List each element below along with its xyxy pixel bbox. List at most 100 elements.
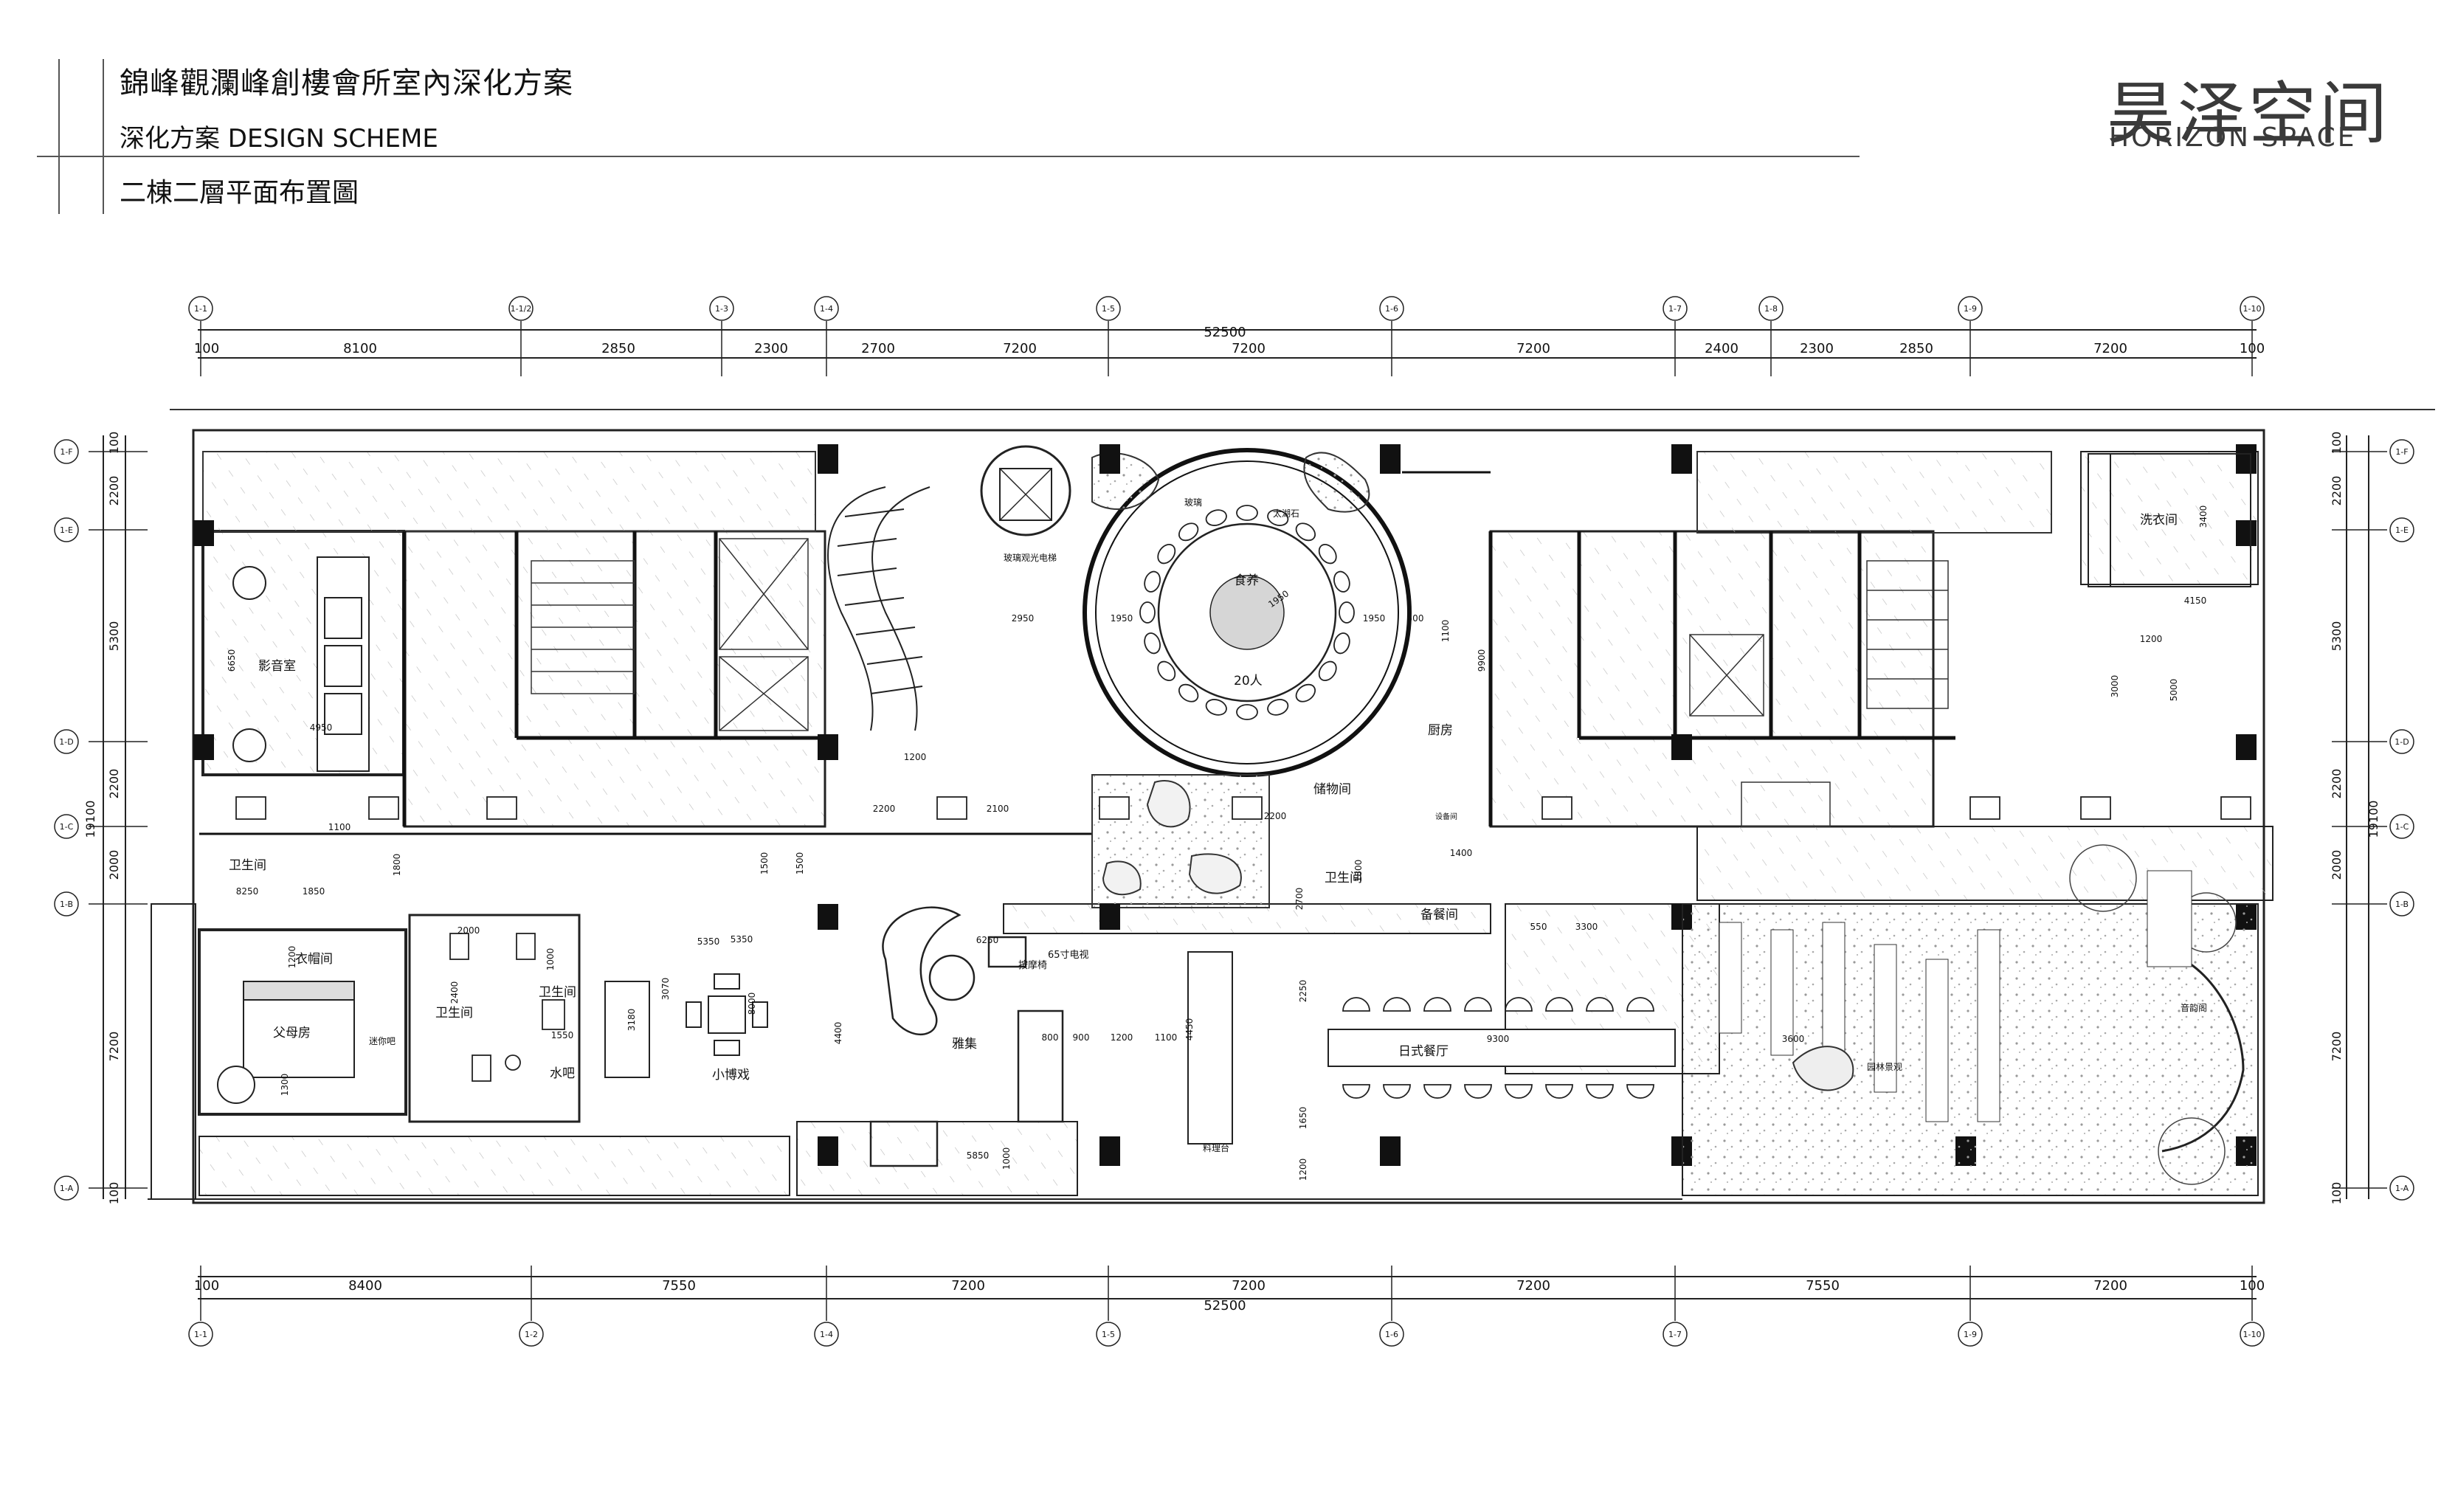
grid-bubble-left-bubble [54,517,79,542]
dining-chair [1318,543,1337,565]
grid-bubble-left: 1-E [60,525,73,535]
dim-right-label: 5300 [2330,621,2344,652]
inner-dim-label: 2200 [1264,811,1287,821]
label-equipment: 设备间 [1435,812,1457,821]
dim-bottom-label: 7200 [2093,1278,2127,1294]
inner-dim-label: 1550 [551,1030,574,1040]
spiral-staircase [827,486,931,731]
grid-bubble-left-bubble [54,729,79,754]
dining-chair [1178,522,1199,542]
label-bath-mid1: 卫生间 [435,1006,473,1021]
dim-top-label: 100 [2240,341,2265,356]
label-bath-mid2: 卫生间 [539,985,576,1000]
stool [1545,1084,1573,1099]
label-tv: 65寸电视 [1048,950,1089,961]
inner-dim-label: 6250 [976,935,999,945]
inner-dim-label: 8250 [236,886,259,897]
dim-top-total: 52500 [1204,325,1246,340]
stool [1423,997,1451,1012]
grid-bubble-top: 1-4 [820,304,833,314]
dim-bottom-label: 100 [2240,1278,2265,1294]
inner-dim-label: 8000 [747,993,757,1015]
dim-right-total: 19100 [2366,801,2380,838]
label-bath-center: 卫生间 [1325,871,1362,886]
inner-dim-label: 1500 [759,852,770,875]
dim-left-label: 2200 [107,769,121,799]
dim-bottom-label: 7550 [1806,1278,1840,1294]
inner-dim-label: 1100 [1440,620,1451,643]
grid-bubble-right: 1-F [2395,447,2408,457]
grid-bubble-left: 1-A [60,1184,74,1193]
dim-top-label: 7200 [1516,341,1550,356]
grid-bubble-bottom-bubble [1096,1322,1121,1347]
dim-right-label: 100 [2330,432,2344,455]
grid-bubble-right: 1-D [2395,737,2409,747]
stool [1383,1084,1411,1099]
grid-bubble-left-bubble [54,891,79,916]
inner-dim-label: 2400 [449,981,460,1004]
right-wing-walls [1402,471,1955,826]
inner-dim-label: 5000 [2169,679,2179,702]
room-labels: 影音室 卫生间 衣帽间 父母房 迷你吧 卫生间 卫生间 水吧 小博戏 雅集 按摩… [229,497,2207,1153]
grid-bubble-bottom: 1-7 [1668,1330,1682,1339]
brand-logo-cn: 昊泽空间 [2107,75,2391,153]
dim-bottom-label: 100 [194,1278,219,1294]
inner-dim-label: 1950 [1363,613,1386,624]
dim-top-label: 2300 [1800,341,1834,356]
dim-bottom-label: 7200 [951,1278,985,1294]
grid-bubble-top-bubble [1958,296,1983,321]
inner-dim-label: 2000 [458,925,480,936]
dining-chair [1267,699,1289,716]
label-cloakroom: 衣帽间 [295,952,333,967]
grid-bubble-top: 1-5 [1102,304,1115,314]
inner-dim-label: 4400 [833,1022,843,1045]
dim-right-label: 2200 [2330,769,2344,799]
label-dining-round: 食养 [1234,573,1259,588]
grid-bubble-top-bubble [1758,296,1784,321]
dim-top-label: 7200 [2093,341,2127,356]
inner-dim-label: 1200 [287,946,297,969]
grid-bubble-bottom: 1-4 [820,1330,833,1339]
inner-dim-label: 9900 [1477,649,1487,672]
dimension-chain-right: 1-F1-E1-D1-C1-B1-A1002200530022002000720… [2330,432,2414,1204]
japanese-dining-counter [1187,951,1676,1145]
stool [1342,997,1370,1012]
dim-bottom-label: 7550 [662,1278,696,1294]
grid-bubble-bottom: 1-9 [1964,1330,1977,1339]
grid-bubble-right-bubble [2389,439,2414,464]
grid-bubble-right-bubble [2389,1176,2414,1201]
gaming-table [604,973,768,1078]
grid-bubble-top: 1-6 [1385,304,1398,314]
stool [1586,997,1614,1012]
grid-bubble-top: 1-9 [1964,304,1977,314]
dim-left-label: 100 [107,1182,121,1205]
grid-bubble-bottom: 1-10 [2243,1330,2262,1339]
stool [1464,1084,1492,1099]
label-prep-table: 料理台 [1203,1142,1229,1153]
label-glass: 玻璃 [1184,497,1202,508]
grid-bubble-left-bubble [54,1176,79,1201]
stool [1626,997,1654,1012]
inner-dim-label: 800 [1042,1032,1059,1043]
inner-dim-label: 1500 [795,852,805,875]
label-glass-elevator: 玻璃观光电梯 [1004,553,1057,563]
grid-bubble-top-bubble [508,296,534,321]
inner-dim-label: 3300 [1575,922,1598,932]
drawing-title: 二棟二層平面布置圖 [120,178,359,208]
dim-top-label: 2300 [754,341,788,356]
stool [1464,997,1492,1012]
dining-chair [1157,543,1176,565]
title-block: 錦峰觀瀾峰創樓會所室內深化方案 深化方案 DESIGN SCHEME 二棟二層平… [0,0,2441,221]
dim-top-label: 2400 [1705,341,1739,356]
brand-logo-en: HORIZON SPACE [2109,122,2357,153]
grid-bubble-right: 1-A [2395,1184,2409,1193]
parents-bedroom [198,914,581,1123]
inner-dim-label: 6650 [227,649,237,672]
title-block-rules [37,59,1860,214]
dining-chair [1333,632,1350,655]
inner-dim-label: 2950 [1012,613,1035,624]
stool [1383,997,1411,1012]
grid-bubble-bottom-bubble [1663,1322,1688,1347]
inner-dim-label: 2200 [873,804,896,814]
